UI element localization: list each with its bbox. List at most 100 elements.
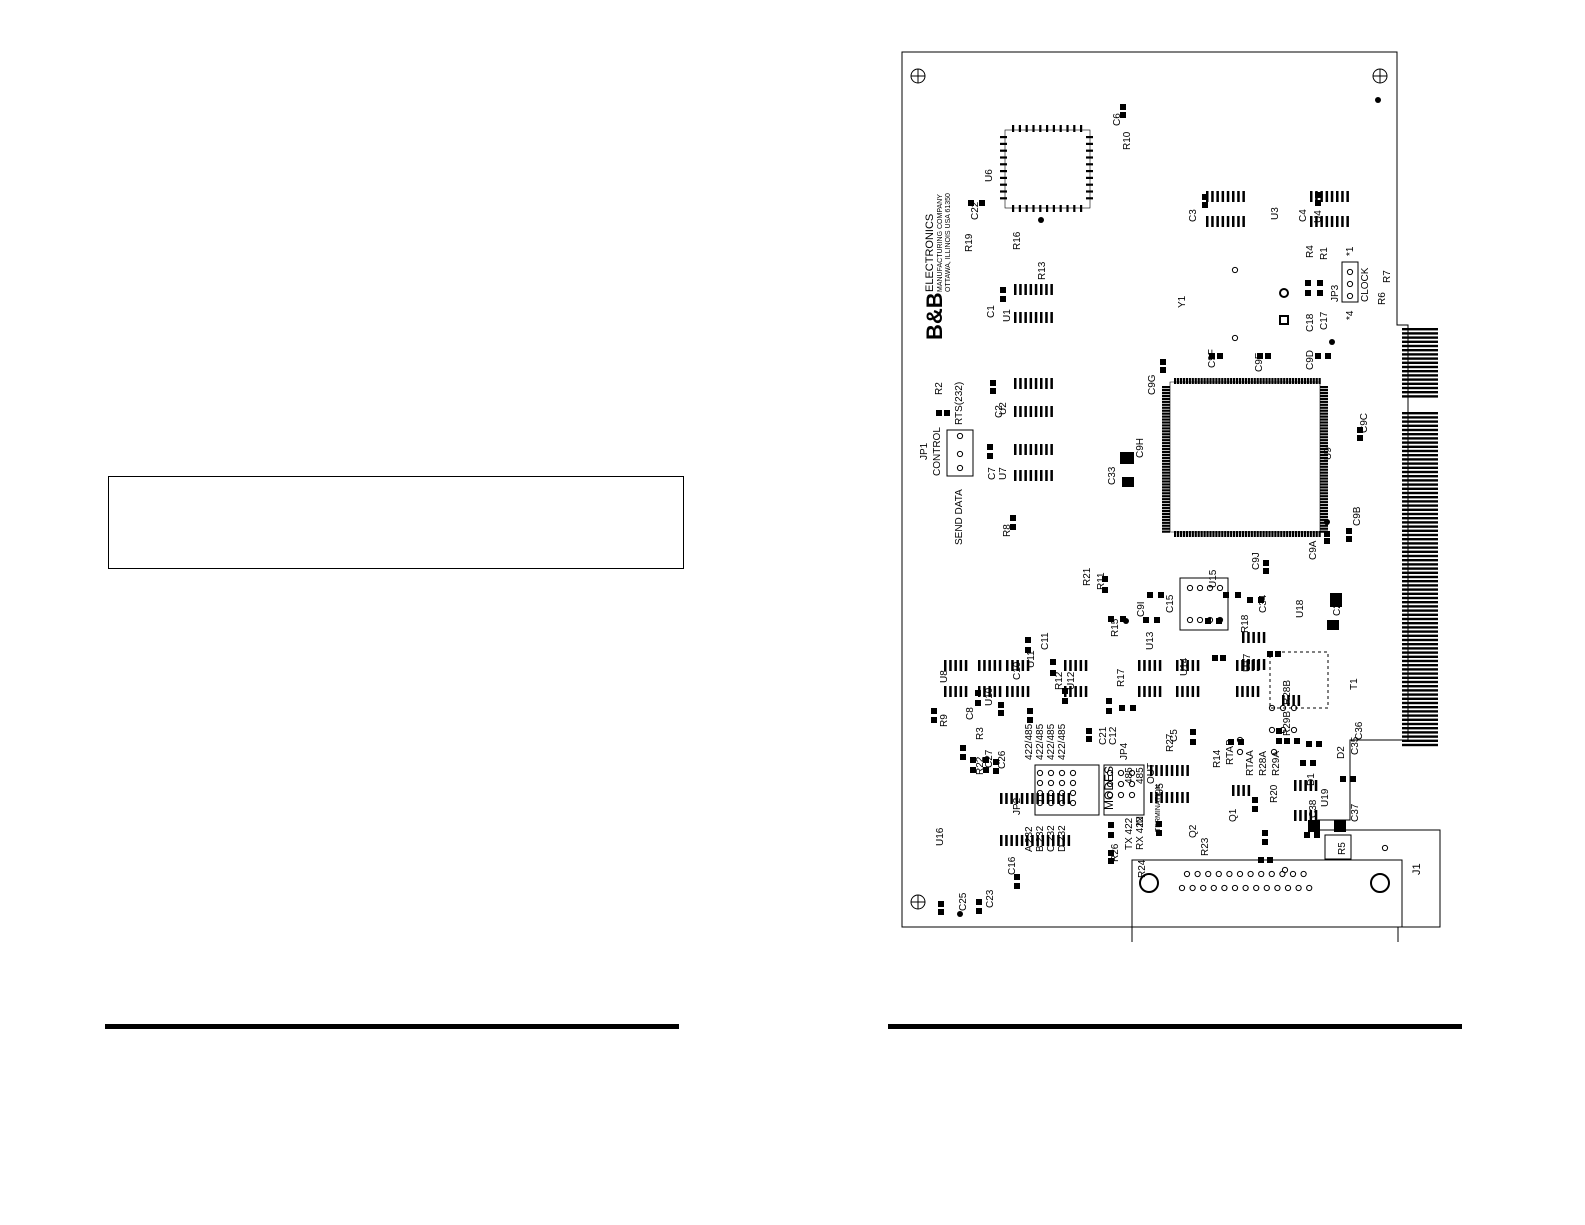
edge-finger bbox=[1402, 605, 1438, 608]
j1-pin-row1 bbox=[1247, 870, 1254, 878]
smd-pad bbox=[1220, 655, 1226, 661]
jp2-row-b: B 232 bbox=[1035, 825, 1046, 852]
company-name: ELECTRONICS bbox=[924, 214, 936, 292]
jp2-pin bbox=[1058, 779, 1066, 787]
edge-finger bbox=[1402, 647, 1438, 650]
u15-pin bbox=[1206, 616, 1214, 624]
smd-pad bbox=[1202, 202, 1208, 208]
jp4-pin bbox=[1128, 780, 1136, 788]
ref-label-c1: C1 bbox=[986, 305, 997, 318]
ref-label-c9b: C9B bbox=[1352, 506, 1363, 526]
smd-pad bbox=[1190, 739, 1196, 745]
jp4-pin bbox=[1117, 780, 1125, 788]
ref-label-c24: C24 bbox=[1332, 597, 1343, 616]
ref-label-c9d: C9D bbox=[1305, 350, 1316, 370]
smd-pad bbox=[1154, 617, 1160, 623]
c38-pad bbox=[1334, 820, 1346, 832]
via bbox=[1281, 866, 1289, 874]
ref-label-c8: C8 bbox=[965, 707, 976, 720]
edge-finger bbox=[1402, 584, 1438, 587]
smd-pad bbox=[1317, 280, 1323, 286]
smd-pad bbox=[1147, 592, 1153, 598]
jp1-pin bbox=[956, 464, 964, 472]
edge-finger bbox=[1402, 739, 1438, 742]
smd-pad bbox=[931, 717, 937, 723]
ref-label-u12: U12 bbox=[1066, 671, 1077, 690]
j1-pin-row2 bbox=[1284, 884, 1292, 892]
smd-pad bbox=[1258, 857, 1264, 863]
u1b-pins bbox=[1014, 312, 1053, 323]
edge-finger bbox=[1402, 710, 1438, 713]
smd-pad bbox=[1143, 617, 1149, 623]
j1-pin-row2 bbox=[1274, 884, 1281, 892]
smd-pad bbox=[1102, 576, 1108, 582]
edge-finger bbox=[1402, 441, 1438, 444]
ref-label-r13: R13 bbox=[1037, 261, 1048, 280]
jp2-pin bbox=[1036, 799, 1044, 807]
smd-pad bbox=[998, 702, 1004, 708]
edge-finger bbox=[1402, 374, 1438, 377]
edge-finger bbox=[1402, 353, 1438, 356]
u15-pin bbox=[1216, 616, 1224, 624]
ref-label-u16: U16 bbox=[935, 827, 946, 846]
company-line-2: MANUFACTURING COMPANY bbox=[937, 194, 944, 292]
edge-finger bbox=[1402, 504, 1438, 507]
jp4-pin bbox=[1106, 780, 1114, 788]
edge-finger bbox=[1402, 420, 1438, 423]
smd-pad bbox=[1202, 194, 1208, 200]
u15-pin bbox=[1216, 584, 1224, 592]
edge-finger bbox=[1402, 525, 1438, 528]
ref-label-r24: R24 bbox=[1137, 859, 1148, 878]
edge-finger bbox=[1402, 638, 1438, 642]
smd-pad bbox=[1275, 651, 1281, 657]
u8-pins bbox=[944, 660, 968, 671]
ref-label-r7: R7 bbox=[1382, 270, 1393, 283]
edge-finger bbox=[1402, 676, 1438, 679]
smd-pad bbox=[1317, 290, 1323, 296]
smd-pad bbox=[1062, 698, 1068, 704]
smd-pad bbox=[1265, 353, 1271, 359]
edge-finger bbox=[1402, 634, 1438, 637]
edge-finger bbox=[1402, 542, 1438, 545]
edge-finger bbox=[1402, 601, 1438, 604]
smd-pad bbox=[1086, 736, 1092, 742]
ref-label-r11: R11 bbox=[1096, 572, 1107, 590]
edge-finger bbox=[1402, 655, 1438, 658]
u17-pins bbox=[1236, 660, 1260, 671]
smd-pad bbox=[983, 767, 989, 773]
j1-pin-row1 bbox=[1236, 870, 1244, 878]
ref-label-t1: T1 bbox=[1349, 678, 1360, 690]
ref-label-c6: C6 bbox=[1112, 113, 1123, 126]
u6-pins-right bbox=[1086, 136, 1093, 200]
edge-finger bbox=[1402, 332, 1438, 335]
company-line-3: OTTAWA, ILLINOIS USA 61350 bbox=[945, 193, 952, 292]
jp1-pin bbox=[956, 432, 964, 440]
jp4-row-tx: TX 422 bbox=[1124, 817, 1135, 850]
jp4-pin bbox=[1128, 769, 1136, 777]
edge-finger bbox=[1402, 508, 1438, 511]
ref-label-r5: R5 bbox=[1337, 842, 1348, 855]
ref-label-r1: R1 bbox=[1319, 247, 1330, 260]
edge-finger bbox=[1402, 680, 1438, 684]
ref-label-c9h: C9H bbox=[1135, 438, 1146, 458]
smd-pad bbox=[1120, 616, 1126, 622]
smd-pad bbox=[1305, 290, 1311, 296]
edge-finger bbox=[1402, 664, 1438, 667]
smd-pad bbox=[1316, 741, 1322, 747]
ref-label-q2: Q2 bbox=[1188, 824, 1199, 838]
u13b-pins bbox=[1138, 686, 1162, 697]
ref-label-r26: R26 bbox=[1110, 843, 1121, 862]
j1-pin-row2 bbox=[1295, 884, 1302, 892]
smd-pad bbox=[1294, 738, 1300, 744]
fiducial-dot bbox=[1375, 97, 1381, 103]
smd-pad bbox=[1324, 531, 1330, 537]
edge-finger bbox=[1402, 386, 1438, 390]
edge-finger bbox=[1402, 575, 1438, 579]
edge-finger bbox=[1402, 727, 1438, 730]
jp2-pin bbox=[1058, 799, 1066, 807]
smd-pad bbox=[1346, 528, 1352, 534]
u10-pins bbox=[978, 660, 1002, 671]
jp3-pin-4: *4 bbox=[1345, 310, 1356, 320]
ref-label-c38: C38 bbox=[1308, 799, 1319, 818]
smd-pad bbox=[1014, 874, 1020, 880]
